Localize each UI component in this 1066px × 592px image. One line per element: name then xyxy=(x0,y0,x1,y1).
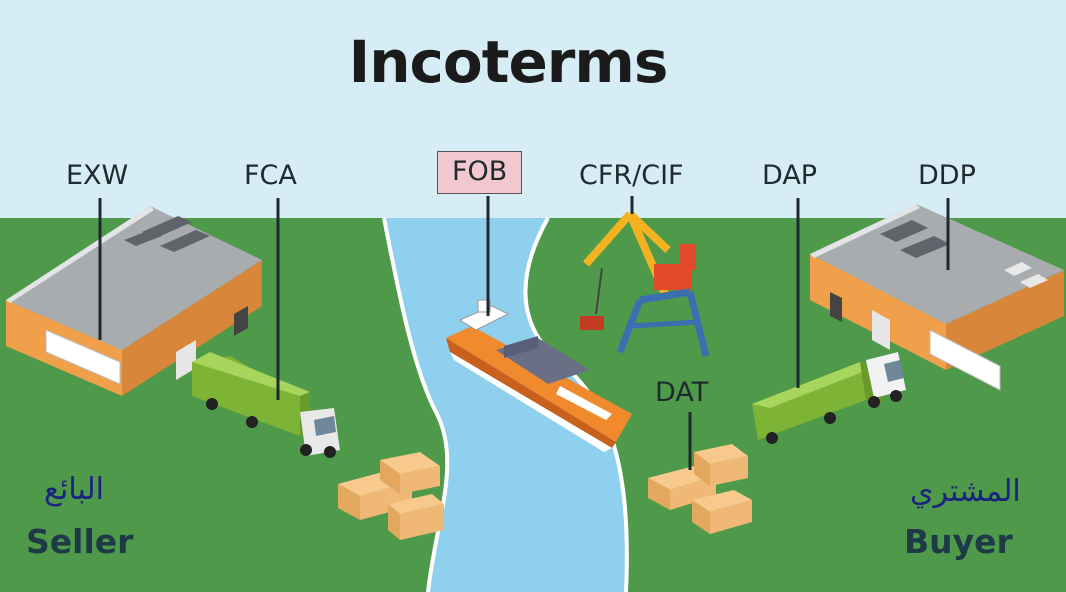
term-fob-label: FOB xyxy=(437,151,522,194)
seller-label-arabic: البائع xyxy=(44,472,104,507)
term-fca-label: FCA xyxy=(244,160,297,191)
term-cfr-cif-label: CFR/CIF xyxy=(579,160,684,191)
term-dat-label: DAT xyxy=(655,377,708,408)
buyer-label-arabic: المشتري xyxy=(910,474,1021,509)
term-ddp-label: DDP xyxy=(918,160,976,191)
term-exw-label: EXW xyxy=(66,160,128,191)
buyer-label: Buyer xyxy=(904,522,1013,561)
page-title: Incoterms xyxy=(0,28,1016,96)
term-dap-label: DAP xyxy=(762,160,817,191)
seller-label: Seller xyxy=(26,522,133,561)
